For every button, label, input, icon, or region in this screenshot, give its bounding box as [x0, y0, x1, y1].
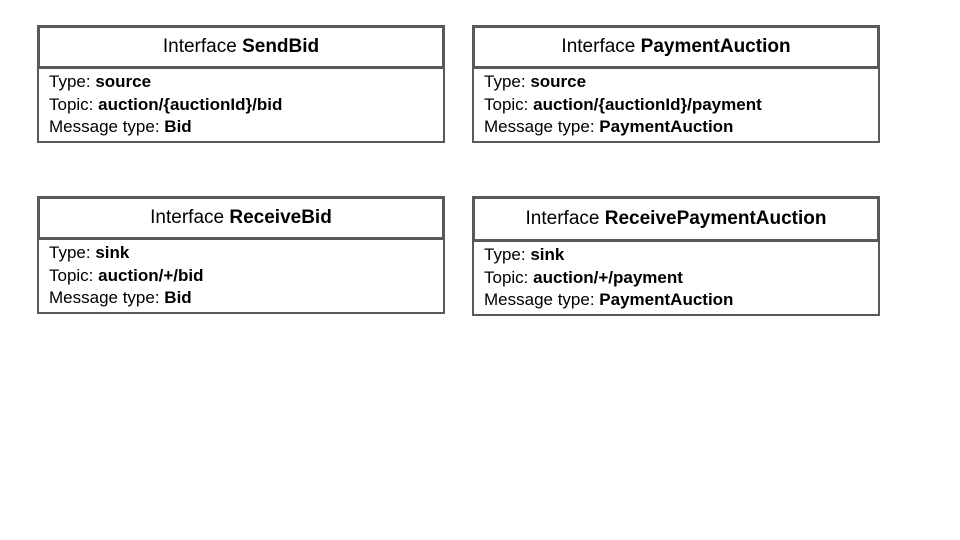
topic-value: auction/{auctionId}/bid: [98, 94, 283, 114]
interface-header: Interface PaymentAuction: [472, 25, 880, 69]
topic-label: Topic:: [49, 94, 94, 114]
interface-prefix: Interface: [525, 208, 600, 229]
topic-value: auction/{auctionId}/payment: [533, 94, 762, 114]
topic-label: Topic:: [484, 94, 529, 114]
interface-prefix: Interface: [150, 207, 225, 228]
interface-prefix: Interface: [561, 36, 636, 57]
interface-prefix: Interface: [162, 36, 237, 57]
interface-name: ReceiveBid: [229, 207, 332, 228]
message-type-label: Message type:: [484, 290, 595, 309]
message-type-row: Message type: Bid: [49, 116, 433, 139]
type-label: Type:: [49, 72, 91, 91]
interface-body: Type: sink Topic: auction/+/bid Message …: [37, 238, 445, 314]
message-type-label: Message type:: [484, 117, 595, 136]
type-row: Type: sink: [484, 244, 868, 267]
message-type-row: Message type: Bid: [49, 287, 433, 310]
message-type-value: PaymentAuction: [599, 117, 734, 136]
topic-label: Topic:: [49, 265, 94, 285]
type-row: Type: source: [484, 71, 868, 94]
type-label: Type:: [484, 245, 526, 264]
type-label: Type:: [49, 243, 91, 262]
message-type-value: Bid: [164, 288, 192, 307]
message-type-label: Message type:: [49, 288, 160, 307]
interface-body: Type: source Topic: auction/{auctionId}/…: [472, 67, 880, 143]
interface-header: Interface ReceivePaymentAuction: [472, 196, 880, 242]
interface-body: Type: source Topic: auction/{auctionId}/…: [37, 67, 445, 143]
interface-box-paymentauction: Interface PaymentAuction Type: source To…: [472, 25, 880, 143]
topic-row: Topic: auction/+/payment: [484, 267, 868, 290]
topic-label: Topic:: [484, 267, 529, 287]
message-type-row: Message type: PaymentAuction: [484, 116, 868, 139]
interface-header: Interface SendBid: [37, 25, 445, 69]
interface-box-receivebid: Interface ReceiveBid Type: sink Topic: a…: [37, 196, 445, 314]
type-label: Type:: [484, 72, 526, 91]
topic-row: Topic: auction/+/bid: [49, 265, 433, 288]
type-value: source: [530, 72, 587, 91]
topic-row: Topic: auction/{auctionId}/payment: [484, 94, 868, 117]
interface-name: SendBid: [242, 36, 320, 57]
message-type-value: Bid: [164, 117, 192, 136]
type-row: Type: sink: [49, 242, 433, 265]
topic-value: auction/+/payment: [533, 267, 683, 287]
message-type-label: Message type:: [49, 117, 160, 136]
type-value: sink: [530, 245, 565, 264]
type-value: source: [95, 72, 152, 91]
interface-box-receivepaymentauction: Interface ReceivePaymentAuction Type: si…: [472, 196, 880, 316]
interface-name: ReceivePaymentAuction: [604, 208, 827, 229]
message-type-row: Message type: PaymentAuction: [484, 289, 868, 312]
interface-body: Type: sink Topic: auction/+/payment Mess…: [472, 240, 880, 316]
topic-value: auction/+/bid: [98, 265, 204, 285]
topic-row: Topic: auction/{auctionId}/bid: [49, 94, 433, 117]
message-type-value: PaymentAuction: [599, 290, 734, 309]
type-row: Type: source: [49, 71, 433, 94]
interface-header: Interface ReceiveBid: [37, 196, 445, 240]
interface-name: PaymentAuction: [640, 36, 791, 57]
type-value: sink: [95, 243, 130, 262]
interface-box-sendbid: Interface SendBid Type: source Topic: au…: [37, 25, 445, 143]
